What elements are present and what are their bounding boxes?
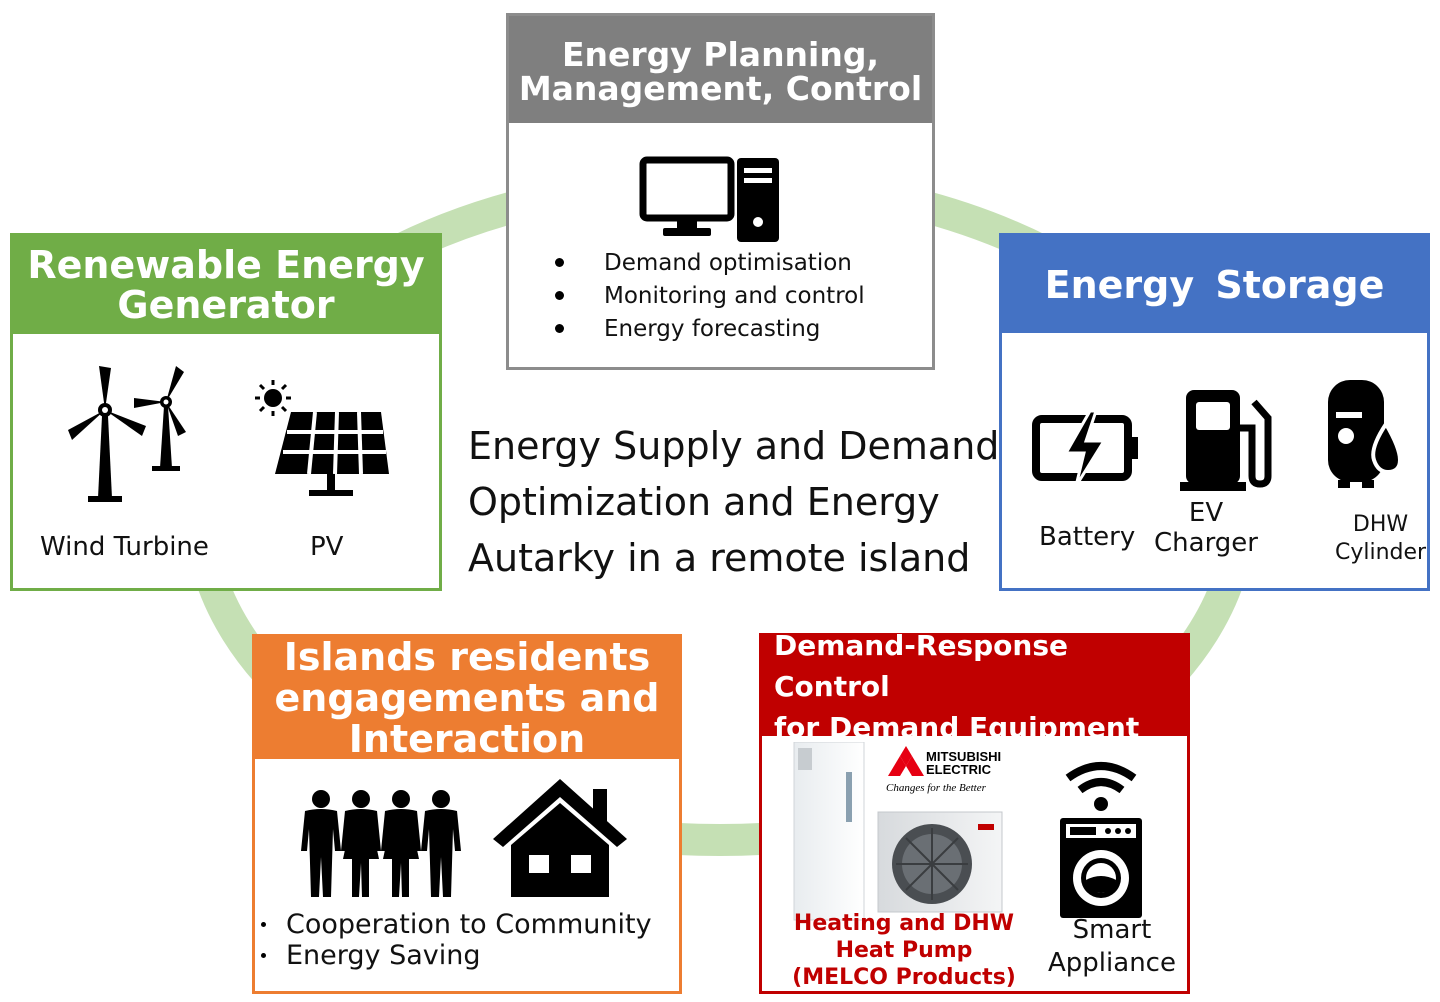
- water-cylinder-icon: [1328, 380, 1402, 488]
- fuel-pump-icon: [1180, 390, 1272, 491]
- dhw-cylinder-label: DHW Cylinder: [1335, 511, 1426, 567]
- bullet-dot-icon: [261, 922, 266, 927]
- storage-header: Energy Storage: [1002, 236, 1427, 333]
- heat-pump-label-line2: Heat Pump: [835, 938, 973, 963]
- renewable-title-line2: Generator: [117, 283, 335, 327]
- planning-bullet-text: Energy forecasting: [604, 315, 821, 342]
- residents-header: Islands residents engagements and Intera…: [255, 634, 679, 761]
- battery-icon: [1032, 411, 1138, 486]
- center-title-line2: Optimization and Energy: [468, 480, 940, 524]
- renewable-panel: Renewable Energy Generator: [10, 233, 442, 591]
- demand-response-header: Demand-Response Control for Demand Equip…: [762, 629, 1187, 744]
- residents-bullets: Cooperation to Community Energy Saving: [261, 909, 652, 971]
- brand-line2: ELECTRIC: [926, 762, 991, 777]
- planning-panel: Energy Planning, Management, Control Dem…: [506, 13, 935, 370]
- dhw-cylinder-label-line1: DHW: [1352, 512, 1409, 537]
- renewable-title-line1: Renewable Energy: [27, 243, 425, 287]
- center-title: Energy Supply and Demand Optimization an…: [468, 418, 999, 586]
- heat-pump-label-line1: Heating and DHW: [793, 911, 1015, 936]
- planning-bullet: Demand optimisation: [555, 246, 865, 279]
- planning-bullet-text: Demand optimisation: [604, 249, 852, 276]
- residents-bullet: Cooperation to Community: [261, 909, 652, 940]
- smart-appliance-label-line2: Appliance: [1048, 948, 1176, 978]
- wind-turbine-icon: [68, 366, 186, 502]
- brand-line1: MITSUBISHI: [926, 749, 1002, 764]
- mitsubishi-logo-icon: [888, 746, 924, 776]
- bullet-dot-icon: [555, 324, 564, 333]
- demand-response-title-line2: for Demand Equipment: [774, 710, 1140, 744]
- wifi-icon: [1065, 762, 1137, 811]
- residents-bullet-text: Cooperation to Community: [286, 909, 652, 940]
- smart-appliance-label: Smart Appliance: [1042, 914, 1182, 980]
- planning-title-line1: Energy Planning,: [561, 34, 880, 74]
- residents-panel: Islands residents engagements and Intera…: [252, 634, 682, 994]
- planning-bullet-text: Monitoring and control: [604, 282, 865, 309]
- ev-charger-label-line2: Charger: [1154, 528, 1258, 558]
- wind-turbine-label: Wind Turbine: [40, 532, 209, 562]
- heat-pump-label: Heating and DHW Heat Pump (MELCO Product…: [784, 910, 1024, 991]
- computer-icon: [639, 156, 779, 242]
- center-title-line3: Autarky in a remote island: [468, 536, 971, 580]
- bullet-dot-icon: [555, 291, 564, 300]
- planning-bullets: Demand optimisation Monitoring and contr…: [555, 246, 865, 345]
- residents-bullet-text: Energy Saving: [286, 940, 481, 971]
- dhw-cylinder-label-line2: Cylinder: [1335, 540, 1427, 565]
- heat-pump-image: [793, 742, 1003, 921]
- residents-bullet: Energy Saving: [261, 940, 652, 971]
- center-title-line1: Energy Supply and Demand: [468, 424, 1000, 468]
- solar-panel-icon: [255, 380, 389, 496]
- ev-charger-label: EV Charger: [1154, 498, 1258, 558]
- planning-title-line2: Management, Control: [518, 68, 923, 108]
- heat-pump-label-line3: (MELCO Products): [792, 965, 1016, 990]
- demand-response-title-line1: Demand-Response Control: [774, 628, 1068, 703]
- residents-title-line3: Interaction: [348, 716, 586, 761]
- storage-title: Energy Storage: [1044, 262, 1385, 307]
- planning-bullet: Monitoring and control: [555, 279, 865, 312]
- pv-label: PV: [310, 532, 344, 562]
- renewable-header: Renewable Energy Generator: [13, 236, 439, 334]
- battery-label: Battery: [1039, 522, 1136, 552]
- people-icon: [301, 790, 461, 897]
- washing-machine-icon: [1060, 818, 1142, 918]
- bullet-dot-icon: [261, 953, 266, 958]
- planning-header: Energy Planning, Management, Control: [509, 16, 932, 123]
- brand-tagline: Changes for the Better: [886, 782, 986, 794]
- planning-bullet: Energy forecasting: [555, 312, 865, 345]
- storage-panel: Energy Storage Battery EV Charger DHW Cy…: [999, 233, 1430, 591]
- bullet-dot-icon: [555, 258, 564, 267]
- residents-title-line1: Islands residents: [283, 634, 651, 679]
- house-icon: [493, 779, 627, 897]
- demand-response-panel: Demand-Response Control for Demand Equip…: [759, 629, 1190, 994]
- ev-charger-label-line1: EV: [1188, 498, 1224, 528]
- residents-title-line2: engagements and: [274, 675, 660, 720]
- brand-name: MITSUBISHI ELECTRIC: [926, 750, 1001, 776]
- smart-appliance-label-line1: Smart: [1072, 915, 1152, 945]
